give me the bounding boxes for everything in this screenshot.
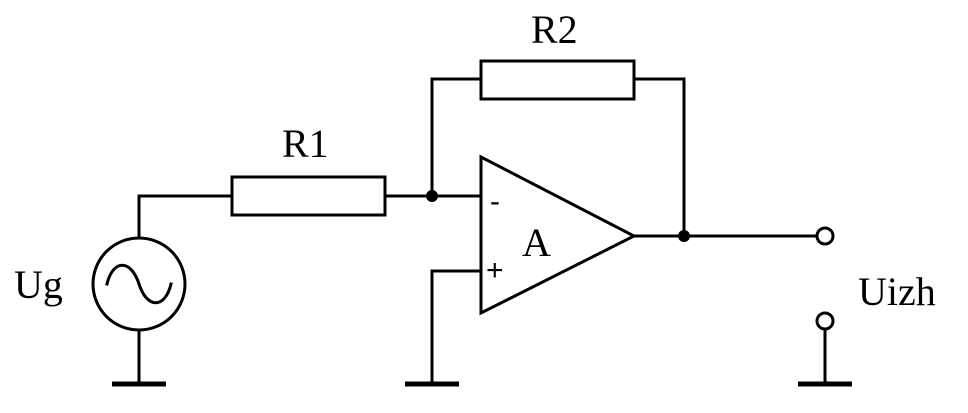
junction-dot-input: [426, 190, 438, 202]
noninverting-input-sign: +: [486, 254, 504, 287]
opamp: [479, 154, 638, 316]
output-terminal-icon: [815, 226, 835, 246]
wire-noninverting-to-ground: [430, 269, 483, 384]
source-label: Ug: [14, 262, 63, 307]
ac-voltage-source-icon: [91, 236, 187, 332]
resistor-r2: [479, 59, 636, 101]
r2-label: R2: [531, 7, 578, 52]
inverting-input-sign: -: [490, 185, 500, 218]
wires: [137, 77, 827, 384]
r1-label: R1: [282, 121, 329, 166]
wire-junction-to-r2: [430, 77, 483, 198]
output-label: Uizh: [858, 269, 936, 314]
output-terminal-icon: [815, 311, 835, 331]
junction-dot-output: [678, 230, 690, 242]
opamp-label: A: [522, 220, 551, 265]
wire-r2-to-output: [632, 77, 686, 238]
resistor-r1: [230, 175, 387, 217]
wire-source-to-r1: [137, 194, 234, 240]
